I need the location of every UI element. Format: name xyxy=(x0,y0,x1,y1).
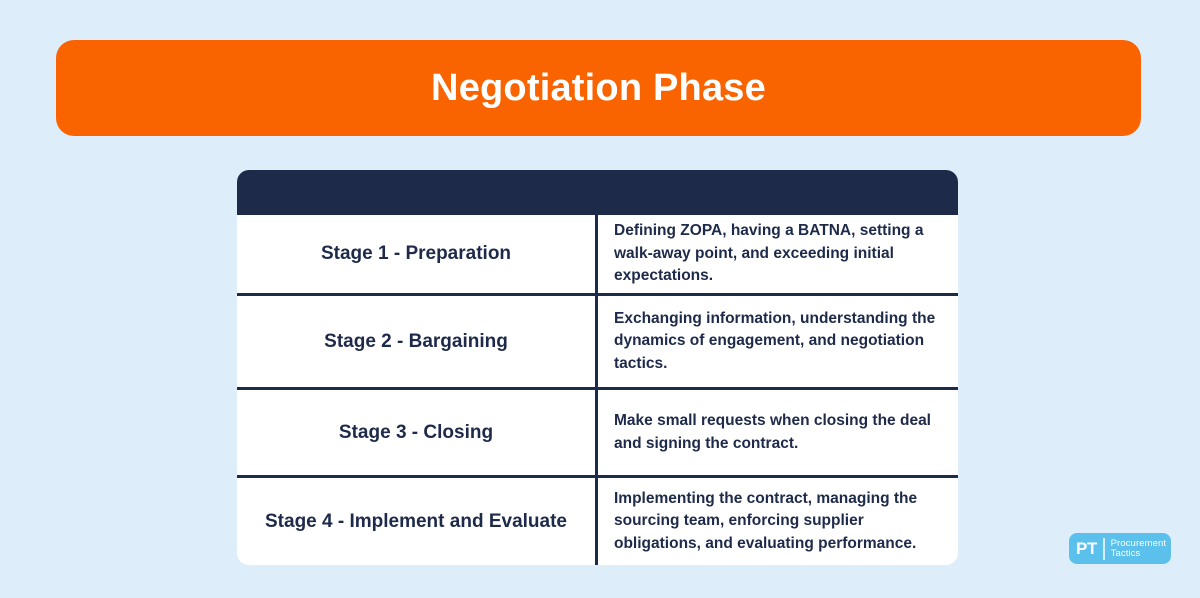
logo-word-line2: Tactics xyxy=(1110,547,1141,559)
stage-label: Stage 3 - Closing xyxy=(338,421,494,443)
stage-cell: Stage 4 - Implement and Evaluate xyxy=(237,478,598,565)
stage-label: Stage 1 - Preparation xyxy=(320,243,512,265)
logo-divider xyxy=(1103,537,1105,560)
stage-cell: Stage 3 - Closing xyxy=(237,390,598,475)
logo-monogram: PT xyxy=(1076,539,1098,558)
description-text: Defining ZOPA, having a BATNA, setting a… xyxy=(614,222,924,285)
logo-word-line1: Procurement xyxy=(1110,537,1167,549)
stage-cell: Stage 1 - Preparation xyxy=(237,215,598,293)
description-cell: Exchanging information, understanding th… xyxy=(598,296,958,387)
description-cell: Implementing the contract, managing the … xyxy=(598,478,958,565)
table-body: Stage 1 - Preparation Defining ZOPA, hav… xyxy=(237,215,958,565)
brand-logo: PT Procurement Tactics xyxy=(1069,533,1171,564)
table-row: Stage 1 - Preparation Defining ZOPA, hav… xyxy=(237,215,958,296)
page-title: Negotiation Phase xyxy=(431,67,766,109)
stage-cell: Stage 2 - Bargaining xyxy=(237,296,598,387)
description-cell: Defining ZOPA, having a BATNA, setting a… xyxy=(598,215,958,293)
table-header-bar xyxy=(237,170,958,215)
stages-table: Stage 1 - Preparation Defining ZOPA, hav… xyxy=(237,170,958,565)
table-row: Stage 2 - Bargaining Exchanging informat… xyxy=(237,296,958,390)
stage-label: Stage 4 - Implement and Evaluate xyxy=(265,510,567,532)
title-banner: Negotiation Phase xyxy=(56,40,1141,136)
table-row: Stage 4 - Implement and Evaluate Impleme… xyxy=(237,478,958,565)
description-text: Make small requests when closing the dea… xyxy=(614,412,931,452)
stage-label: Stage 2 - Bargaining xyxy=(324,330,508,352)
description-cell: Make small requests when closing the dea… xyxy=(598,390,958,475)
logo-wordmark: Procurement Tactics xyxy=(1105,537,1167,559)
table-row: Stage 3 - Closing Make small requests wh… xyxy=(237,390,958,478)
description-text: Exchanging information, understanding th… xyxy=(614,309,936,372)
description-text: Implementing the contract, managing the … xyxy=(614,489,918,552)
